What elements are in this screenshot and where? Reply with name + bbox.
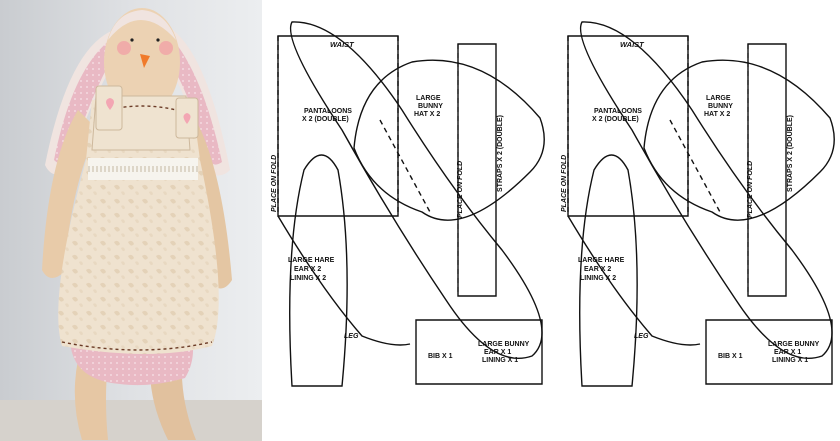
straps-label: STRAPS X 2 (DOUBLE)	[497, 115, 504, 192]
bib-label: BIB X 1	[428, 353, 453, 360]
leg-line	[277, 215, 411, 346]
hare-ear-label-3: LINING X 2	[580, 275, 616, 282]
hare-ear-outline	[289, 154, 348, 387]
bunny-hat-outline	[643, 59, 835, 221]
hare-ear-label-2: EAR X 2	[584, 266, 611, 273]
hare-ear-label-2: EAR X 2	[294, 266, 321, 273]
bunny-ear-label-2: EAR X 1	[774, 349, 801, 356]
hare-ear-label-3: LINING X 2	[290, 275, 326, 282]
waist-label: WAIST	[330, 40, 355, 49]
leg-label: LEG	[344, 333, 359, 340]
bunny-ear-label-3: LINING X 1	[482, 357, 518, 364]
bunny-hat-outline	[353, 59, 545, 221]
hat-label-2: BUNNY	[708, 103, 733, 110]
bunny-ear-label-2: EAR X 1	[484, 349, 511, 356]
hat-label-1: LARGE	[706, 95, 731, 102]
bib-outline	[415, 319, 543, 385]
pantaloons-label-1: PANTALOONS	[594, 108, 642, 115]
straps-outline	[457, 43, 497, 297]
place-on-fold-label: PLACE ON FOLD	[271, 155, 278, 212]
straps-outline	[747, 43, 787, 297]
hat-label-1: LARGE	[416, 95, 441, 102]
pattern-sheet-2: WAIST PANTALOONS X 2 (DOUBLE) PLACE ON F…	[561, 21, 835, 387]
pattern-sheet-1: WAIST PANTALOONS X 2 (DOUBLE) PLACE ON F…	[271, 21, 545, 387]
pantaloons-label-2: X 2 (DOUBLE)	[302, 116, 349, 123]
hat-label-3: HAT X 2	[414, 111, 440, 118]
pantaloons-label-2: X 2 (DOUBLE)	[592, 116, 639, 123]
hat-fold-label: PLACE ON FOLD	[747, 161, 754, 218]
hare-ear-outline	[579, 154, 638, 387]
hare-ear-label-1: LARGE HARE	[288, 257, 335, 264]
hat-label-2: BUNNY	[418, 103, 443, 110]
sewing-pattern: WAIST PANTALOONS X 2 (DOUBLE) PLACE ON F…	[262, 0, 840, 441]
bunny-ear-label-1: LARGE BUNNY	[768, 341, 820, 348]
bib-label: BIB X 1	[718, 353, 743, 360]
hare-ear-label-1: LARGE HARE	[578, 257, 625, 264]
leg-label: LEG	[634, 333, 649, 340]
bib-outline	[705, 319, 833, 385]
waist-label: WAIST	[620, 40, 645, 49]
pantaloons-label-1: PANTALOONS	[304, 108, 352, 115]
bunny-ear-outline	[289, 21, 543, 360]
bunny-ear-label-1: LARGE BUNNY	[478, 341, 530, 348]
place-on-fold-label: PLACE ON FOLD	[561, 155, 568, 212]
bunny-ear-label-3: LINING X 1	[772, 357, 808, 364]
hat-fold-label: PLACE ON FOLD	[457, 161, 464, 218]
hat-label-3: HAT X 2	[704, 111, 730, 118]
bunny-ear-outline	[579, 21, 833, 360]
leg-line	[567, 215, 701, 346]
bunny-doll-photo	[0, 0, 262, 441]
straps-label: STRAPS X 2 (DOUBLE)	[787, 115, 794, 192]
